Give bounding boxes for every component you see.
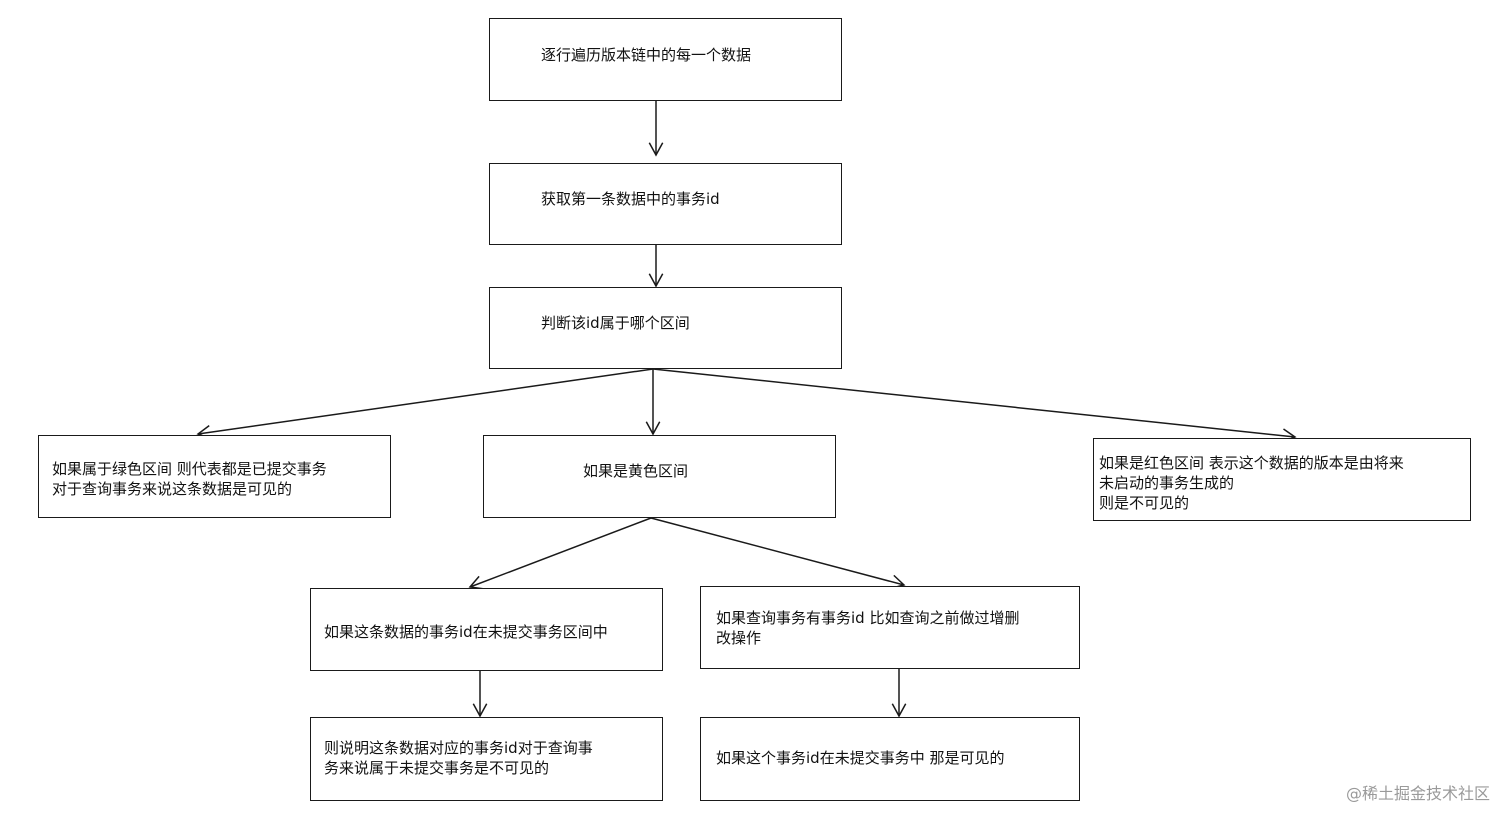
arrow-judge-to-yellow bbox=[645, 369, 661, 436]
node-yellow-range-line-1: 如果是黄色区间 bbox=[583, 462, 689, 480]
node-query-has-transaction-id: 如果查询事务有事务id 比如查询之前做过增删 改操作 bbox=[700, 586, 1080, 669]
arrow-uncommitted-to-invisible bbox=[472, 671, 488, 718]
node-iterate-versions: 逐行遍历版本链中的每一个数据 bbox=[489, 18, 842, 101]
arrow-query-to-visible bbox=[891, 669, 907, 718]
node-judge-range-line-1: 判断该id属于哪个区间 bbox=[541, 314, 690, 332]
node-red-range-line-3: 则是不可见的 bbox=[1099, 494, 1190, 512]
node-visible-result: 如果这个事务id在未提交事务中 那是可见的 bbox=[700, 717, 1080, 801]
node-get-transaction-id-line-1: 获取第一条数据中的事务id bbox=[541, 190, 720, 208]
node-red-range: 如果是红色区间 表示这个数据的版本是由将来 未启动的事务生成的 则是不可见的 bbox=[1093, 438, 1471, 521]
node-visible-result-line-1: 如果这个事务id在未提交事务中 那是可见的 bbox=[716, 749, 1005, 767]
arrow-yellow-to-query bbox=[650, 517, 906, 590]
node-query-has-transaction-id-line-2: 改操作 bbox=[716, 629, 762, 647]
node-query-has-transaction-id-line-1: 如果查询事务有事务id 比如查询之前做过增删 bbox=[716, 609, 1020, 627]
node-invisible-result: 则说明这条数据对应的事务id对于查询事 务来说属于未提交事务是不可见的 bbox=[310, 717, 663, 801]
node-red-range-line-2: 未启动的事务生成的 bbox=[1099, 474, 1235, 492]
node-get-transaction-id: 获取第一条数据中的事务id bbox=[489, 163, 842, 245]
arrow-judge-to-green bbox=[196, 368, 654, 440]
arrow-judge-to-red bbox=[652, 368, 1297, 444]
node-green-range: 如果属于绿色区间 则代表都是已提交事务 对于查询事务来说这条数据是可见的 bbox=[38, 435, 391, 518]
arrow-yellow-to-uncommitted bbox=[468, 517, 652, 590]
node-yellow-range: 如果是黄色区间 bbox=[483, 435, 836, 518]
node-in-uncommitted-range-line-1: 如果这条数据的事务id在未提交事务区间中 bbox=[324, 623, 608, 641]
node-invisible-result-line-2: 务来说属于未提交事务是不可见的 bbox=[324, 759, 550, 777]
node-green-range-line-1: 如果属于绿色区间 则代表都是已提交事务 bbox=[52, 460, 327, 478]
watermark: @稀土掘金技术社区 bbox=[1345, 784, 1490, 803]
arrow-iterate-to-get-id bbox=[648, 101, 664, 157]
node-judge-range: 判断该id属于哪个区间 bbox=[489, 287, 842, 369]
node-invisible-result-line-1: 则说明这条数据对应的事务id对于查询事 bbox=[324, 739, 593, 757]
node-red-range-line-1: 如果是红色区间 表示这个数据的版本是由将来 bbox=[1099, 454, 1404, 472]
arrow-get-id-to-judge bbox=[648, 245, 664, 288]
node-in-uncommitted-range: 如果这条数据的事务id在未提交事务区间中 bbox=[310, 588, 663, 671]
node-iterate-versions-line-1: 逐行遍历版本链中的每一个数据 bbox=[541, 46, 752, 64]
node-green-range-line-2: 对于查询事务来说这条数据是可见的 bbox=[52, 480, 293, 498]
